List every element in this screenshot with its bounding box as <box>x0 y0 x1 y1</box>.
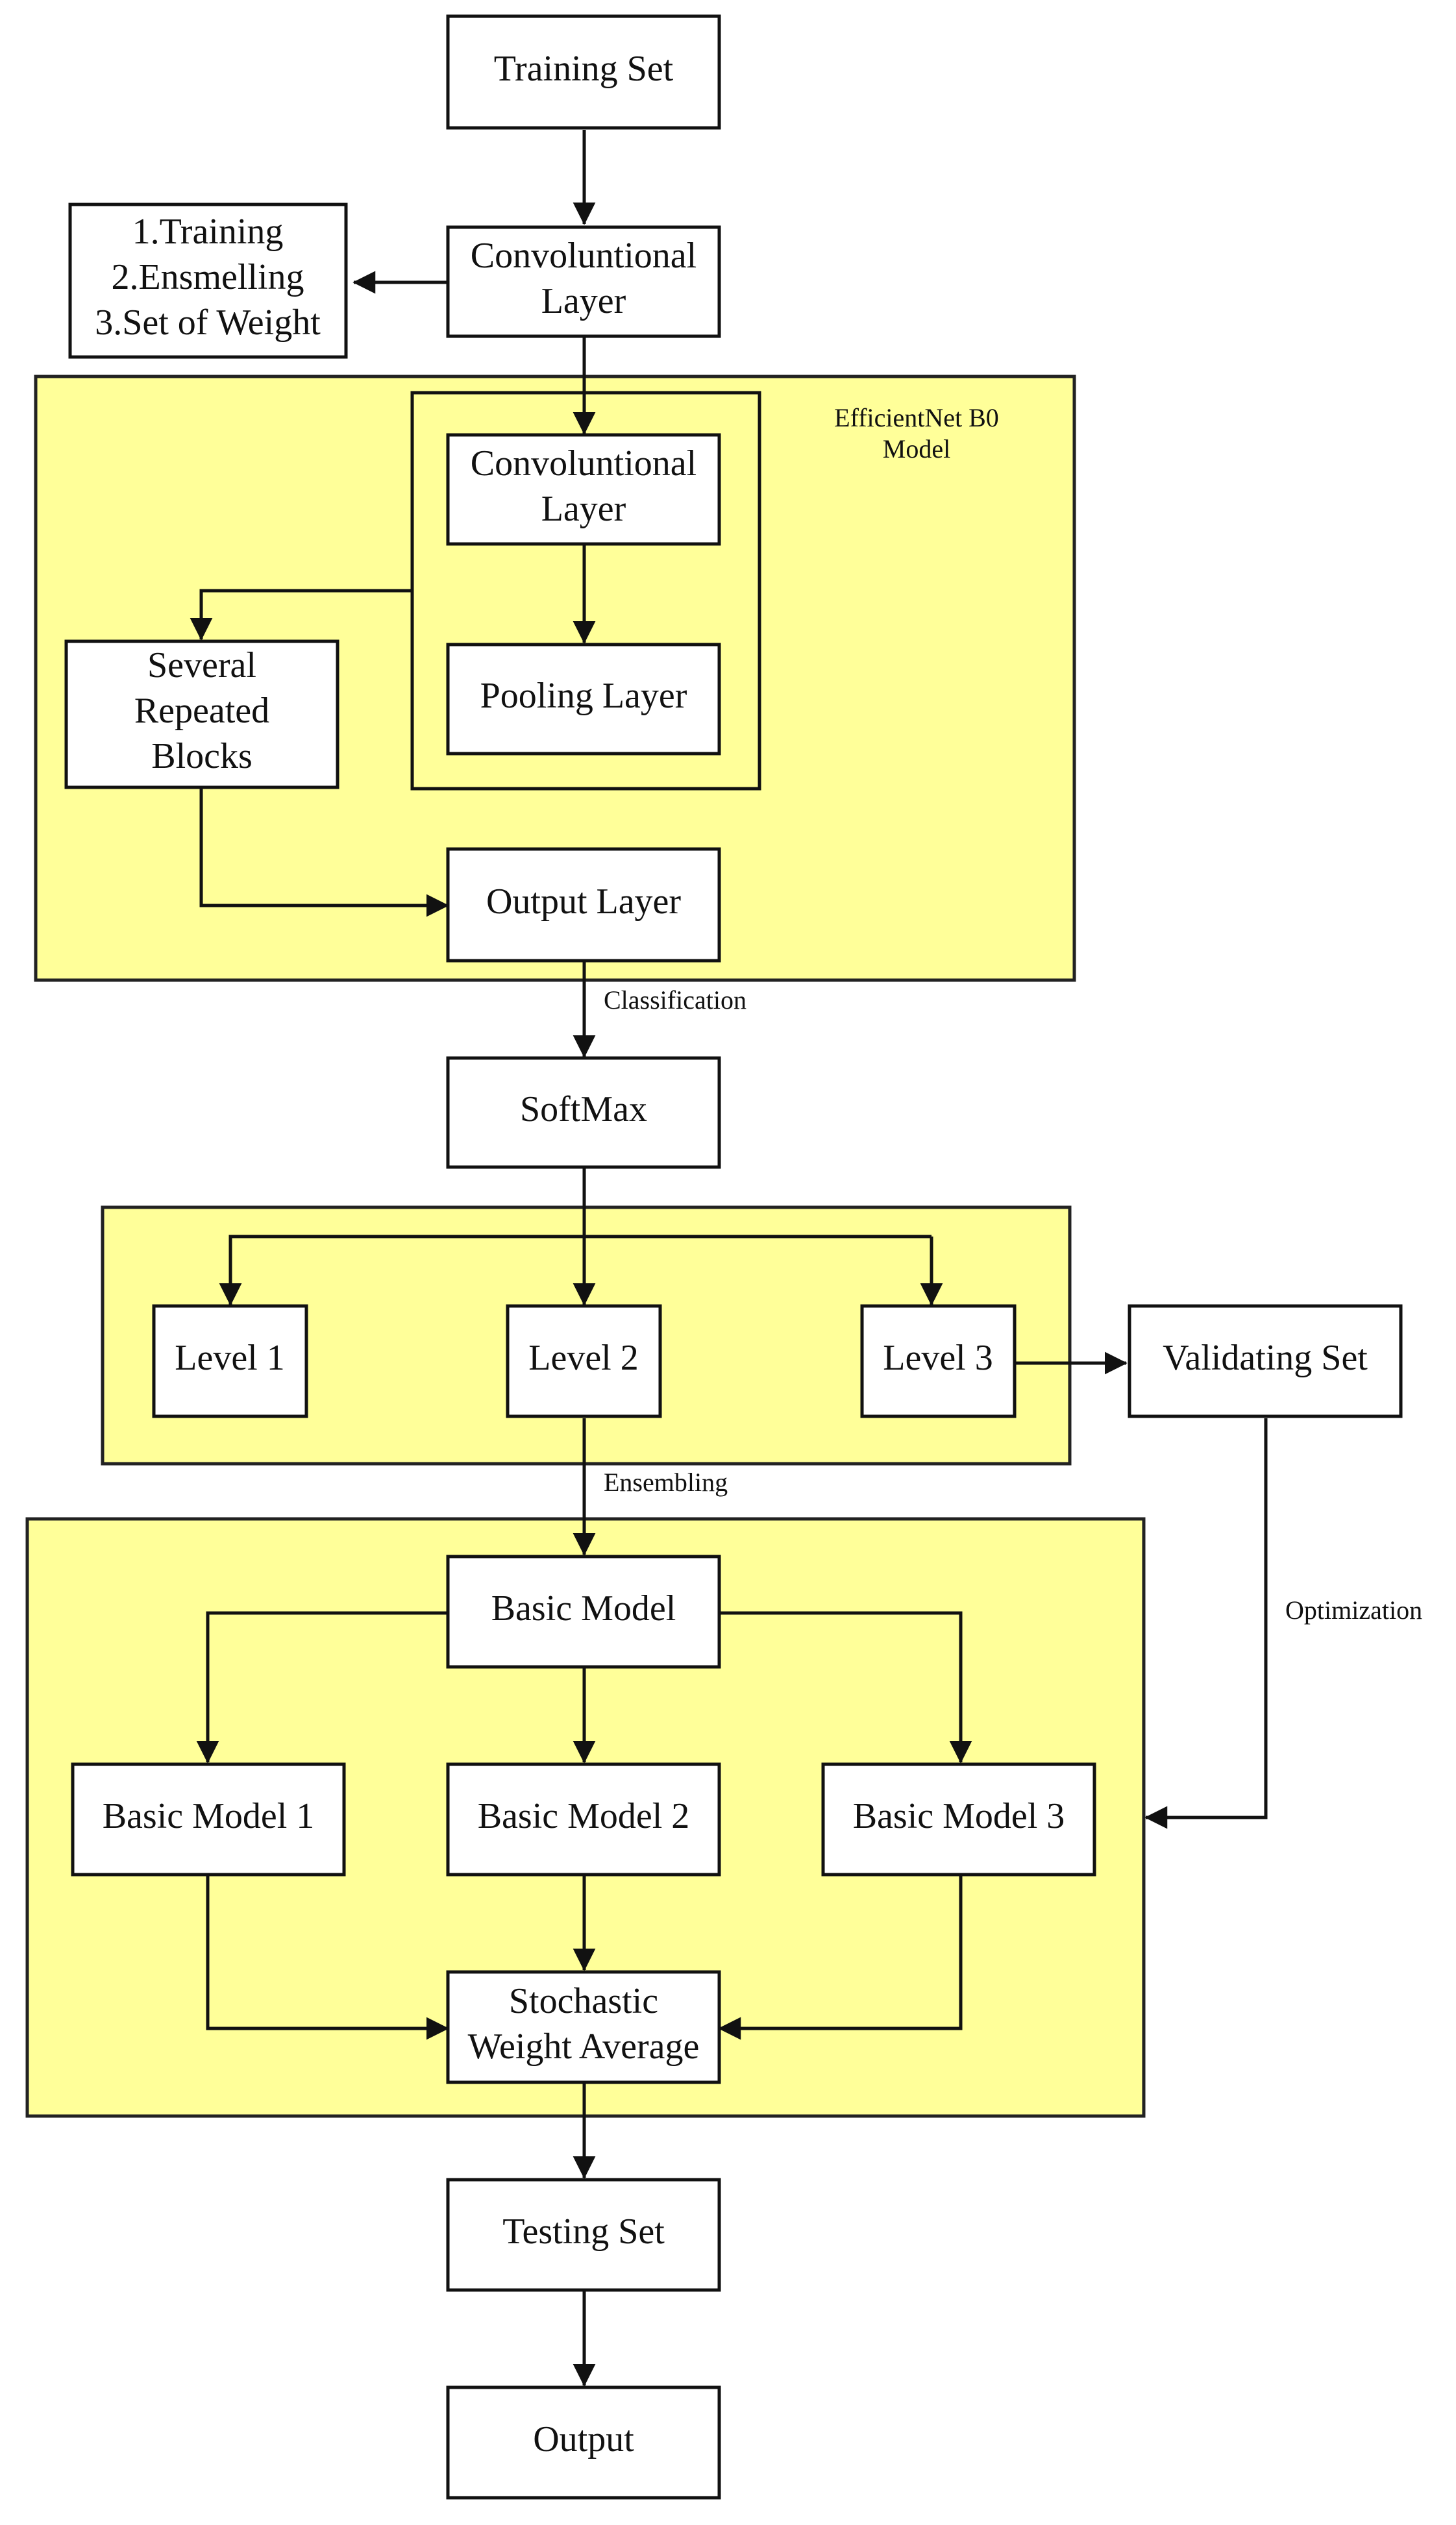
node-softmax-label: SoftMax <box>520 1089 647 1129</box>
node-training-set-label: Training Set <box>494 49 674 89</box>
node-level-1: Level 1 <box>152 1304 308 1418</box>
edge-bm3-to-swa <box>718 1876 963 2040</box>
edge-label-ensembling: Ensembling <box>604 1468 728 1497</box>
edge-label-optimization: Optimization <box>1285 1595 1422 1625</box>
node-validating-set-label: Validating Set <box>1163 1338 1368 1378</box>
node-basic-model-2-label: Basic Model 2 <box>478 1796 690 1836</box>
node-level-2-label: Level 2 <box>528 1338 638 1378</box>
node-pooling-layer: Pooling Layer <box>446 643 721 756</box>
node-pooling-layer-label: Pooling Layer <box>480 676 687 716</box>
node-basic-model: Basic Model <box>446 1555 721 1669</box>
node-validating-set: Validating Set <box>1128 1304 1403 1418</box>
node-basic-model-2: Basic Model 2 <box>446 1762 721 1877</box>
node-output-layer-label: Output Layer <box>486 881 681 922</box>
node-output-layer: Output Layer <box>446 847 721 963</box>
edges <box>190 130 1268 2387</box>
node-level-3-label: Level 3 <box>883 1338 993 1378</box>
node-testing-set: Testing Set <box>446 2178 721 2292</box>
node-level-3: Level 3 <box>860 1304 1017 1418</box>
node-output-label: Output <box>533 2419 634 2459</box>
edge-validating-to-ensemble <box>1144 1418 1268 1829</box>
node-basic-model-label: Basic Model <box>491 1588 676 1629</box>
edge-frame-to-blocks <box>190 589 412 641</box>
node-testing-set-label: Testing Set <box>502 2211 665 2252</box>
node-basic-model-1-label: Basic Model 1 <box>103 1796 315 1836</box>
edge-basic-model-to-bm3 <box>719 1611 972 1764</box>
edge-bm1-to-swa <box>206 1876 449 2040</box>
node-training-set: Training Set <box>446 14 721 130</box>
edge-blocks-to-output-layer <box>199 789 449 917</box>
edge-basic-model-to-bm1 <box>196 1611 448 1764</box>
node-level-1-label: Level 1 <box>175 1338 284 1378</box>
node-output: Output <box>446 2385 721 2500</box>
node-softmax: SoftMax <box>446 1056 721 1169</box>
node-basic-model-3: Basic Model 3 <box>821 1762 1096 1877</box>
edge-split-to-level-1 <box>219 1235 932 1306</box>
node-basic-model-1: Basic Model 1 <box>71 1762 346 1877</box>
node-level-2: Level 2 <box>506 1304 662 1418</box>
edge-label-classification: Classification <box>604 985 747 1015</box>
node-basic-model-3-label: Basic Model 3 <box>853 1796 1065 1836</box>
